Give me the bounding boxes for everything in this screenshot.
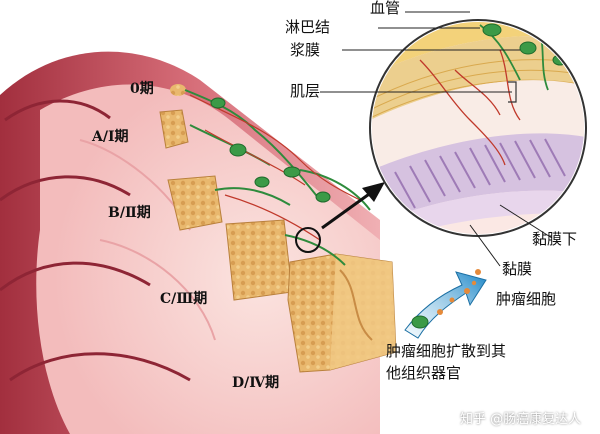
spread-label-line2: 他组织器官: [386, 364, 462, 382]
label-leaders: [320, 11, 553, 267]
stage-3-label: C/Ⅲ期: [160, 291, 208, 307]
blood-vessel-label: 血管: [370, 0, 401, 17]
lymph-nodes: [210, 97, 331, 203]
tumor-cell-label: 肿瘤细胞: [496, 290, 557, 308]
lymph-node-label: 淋巴结: [285, 18, 331, 36]
tumor-stage-0: [170, 84, 186, 96]
muscle-layer-label: 肌层: [290, 82, 321, 100]
tumor-stage-3: [225, 219, 293, 301]
stage-0-label: 0期: [130, 81, 154, 97]
spread-label-line1: 肿瘤细胞扩散到其: [386, 342, 507, 360]
mucosa-label: 黏膜: [502, 260, 533, 278]
tumor-stage-2: [167, 175, 223, 231]
metastasis-arrow: [404, 269, 487, 339]
blood-vessels-red: [189, 94, 361, 241]
magnified-wall-section: [369, 19, 587, 237]
focus-circle: [295, 227, 321, 253]
tumor-stage-4: [287, 253, 397, 373]
colon-wall: [0, 51, 380, 434]
stage-4-label: D/Ⅳ期: [232, 375, 280, 391]
watermark: 知乎 @肠癌康复达人: [460, 412, 582, 427]
stage-1-label: A/Ⅰ期: [92, 129, 129, 145]
magnify-arrow: [321, 182, 385, 230]
stage-2-label: B/Ⅱ期: [108, 205, 151, 221]
serosa-label: 浆膜: [290, 41, 321, 59]
submucosa-label: 黏膜下: [532, 230, 578, 248]
tumor-stage-1: [159, 109, 189, 149]
